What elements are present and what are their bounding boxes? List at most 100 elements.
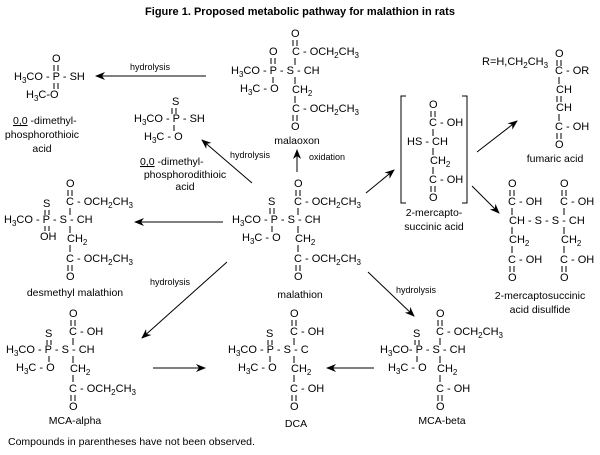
figure-title: Figure 1. Proposed metabolic pathway for… xyxy=(145,6,455,18)
svg-text:S: S xyxy=(45,328,52,340)
svg-text:acid: acid xyxy=(32,143,51,155)
atom-o: O xyxy=(52,53,61,65)
arrow-hydrolysis-beta xyxy=(367,271,415,317)
reaction-label: hydrolysis xyxy=(130,62,171,72)
svg-text:C - OCH2CH3: C - OCH2CH3 xyxy=(69,383,137,397)
svg-text:O: O xyxy=(290,308,299,320)
svg-text:phosphorodithioic: phosphorodithioic xyxy=(144,169,226,181)
svg-text:O: O xyxy=(429,99,438,111)
svg-text:acid disulfide: acid disulfide xyxy=(510,304,571,316)
svg-text:H3C - O: H3C - O xyxy=(144,131,183,145)
bracket-left xyxy=(400,95,406,204)
svg-text:H3CO- P - S - CH: H3CO- P - S - CH xyxy=(380,344,466,358)
svg-text:C - OH: C - OH xyxy=(69,326,103,338)
svg-text:C - OH: C - OH xyxy=(429,117,463,129)
svg-text:C - OR: C - OR xyxy=(555,65,589,77)
arrow-to-mercaptosuccinic xyxy=(365,169,395,194)
svg-text:S: S xyxy=(43,198,50,210)
svg-text:O: O xyxy=(560,178,569,190)
svg-text:CH2: CH2 xyxy=(437,363,458,377)
compound-name: DCA xyxy=(285,418,307,430)
compound-disulfide: O C - OH O C - OH CH - S - S - CH CH2 CH… xyxy=(495,178,595,316)
svg-text:C - OH: C - OH xyxy=(290,383,324,395)
svg-text:O: O xyxy=(555,48,564,60)
svg-text:O: O xyxy=(555,139,564,151)
svg-text:OH: OH xyxy=(40,231,57,243)
svg-text:C - OH: C - OH xyxy=(508,254,542,266)
svg-text:O: O xyxy=(508,178,517,190)
svg-text:C - OCH2CH3: C - OCH2CH3 xyxy=(436,326,504,340)
svg-text:C - OCH2CH3: C - OCH2CH3 xyxy=(294,253,362,267)
svg-text:C - OH: C - OH xyxy=(290,326,324,338)
svg-text:acid: acid xyxy=(175,181,194,193)
svg-text:CH2: CH2 xyxy=(291,363,312,377)
svg-text:H3C - O: H3C - O xyxy=(16,362,55,376)
compound-mercaptosuccinic-acid: O C - OH HS - CH CH2 C - OH O 2-mercapto… xyxy=(400,95,468,233)
svg-text:H3C - O: H3C - O xyxy=(240,83,279,97)
svg-text:CH2: CH2 xyxy=(70,363,91,377)
svg-text:H3C - O: H3C - O xyxy=(388,362,427,376)
svg-text:CH: CH xyxy=(556,84,572,96)
svg-text:S: S xyxy=(413,328,420,340)
svg-text:CH2: CH2 xyxy=(430,155,451,169)
svg-text:S: S xyxy=(268,196,275,208)
compound-name: malathion xyxy=(277,289,323,301)
arrow-to-fumaric xyxy=(476,120,518,153)
svg-text:C - OH: C - OH xyxy=(508,196,542,208)
svg-text:C - OCH2CH3: C - OCH2CH3 xyxy=(66,253,134,267)
svg-text:O: O xyxy=(269,46,278,58)
svg-text:C - OH: C - OH xyxy=(560,196,594,208)
svg-text:H3C - O: H3C - O xyxy=(242,232,281,246)
svg-text:O: O xyxy=(294,178,303,190)
svg-text:S: S xyxy=(172,96,179,108)
arrow-hydrolysis-alpha xyxy=(141,261,228,339)
compound-dca: O C - OH S H3CO - P - S - C H3C - O CH2 … xyxy=(228,308,324,430)
svg-text:succinic acid: succinic acid xyxy=(404,221,464,233)
reaction-label: oxidation xyxy=(309,152,345,162)
svg-text:O: O xyxy=(508,272,517,284)
svg-text:O: O xyxy=(290,401,299,413)
compound-name: 2-mercapto- xyxy=(406,207,463,219)
compound-phosphorothioic-acid: O H3CO - P - SH H3C-O 0,0 -dimethyl- pho… xyxy=(5,53,85,155)
svg-text:CH: CH xyxy=(556,102,572,114)
reaction-label: hydrolysis xyxy=(150,277,191,287)
svg-text:HS - CH: HS - CH xyxy=(407,136,448,148)
compound-name: 0,0 -dimethyl- xyxy=(140,156,204,168)
footnote: Compounds in parentheses have not been o… xyxy=(8,436,255,448)
svg-text:O: O xyxy=(560,272,569,284)
compound-fumaric-acid: R=H,CH2CH3 O C - OR CH CH C - OH O fumar… xyxy=(482,48,589,165)
compound-phosphorodithioic-acid: S H3CO - P - SH H3C - O 0,0 -dimethyl- p… xyxy=(134,96,226,193)
svg-text:H3C - O: H3C - O xyxy=(238,362,277,376)
compound-name: 0,0 -dimethyl- xyxy=(13,115,77,127)
reaction-label: hydrolysis xyxy=(230,150,271,160)
svg-text:H3CO - P - S - CH: H3CO - P - S - CH xyxy=(4,214,93,228)
compound-name: MCA-alpha xyxy=(49,415,102,427)
svg-text:H3CO - P - S - CH: H3CO - P - S - CH xyxy=(231,65,320,79)
svg-text:O: O xyxy=(436,401,445,413)
svg-text:CH2: CH2 xyxy=(67,233,88,247)
svg-text:CH2: CH2 xyxy=(509,234,530,248)
compound-mca-alpha: O C - OH S H3CO - P - S - CH H3C - O CH2… xyxy=(6,308,137,427)
compound-name: desmethyl malathion xyxy=(27,287,123,299)
compound-name: malaoxon xyxy=(274,135,320,147)
svg-text:C - OCH2CH3: C - OCH2CH3 xyxy=(292,46,360,60)
svg-text:H3CO - P - SH: H3CO - P - SH xyxy=(14,71,85,85)
svg-text:CH2: CH2 xyxy=(292,84,313,98)
svg-text:C - OH: C - OH xyxy=(436,383,470,395)
svg-text:O: O xyxy=(291,28,300,40)
svg-text:CH - S - S - CH: CH - S - S - CH xyxy=(509,215,585,227)
svg-text:H3CO - P - S - CH: H3CO - P - S - CH xyxy=(6,344,95,358)
svg-text:C - OCH2CH3: C - OCH2CH3 xyxy=(294,196,362,210)
svg-text:O: O xyxy=(294,271,303,283)
svg-text:H3CO - P - S - C: H3CO - P - S - C xyxy=(228,344,309,358)
svg-text:H3CO - P - SH: H3CO - P - SH xyxy=(134,113,205,127)
svg-text:S: S xyxy=(266,328,273,340)
svg-text:CH2: CH2 xyxy=(295,233,316,247)
reaction-label: hydrolysis xyxy=(396,285,437,295)
bracket-right xyxy=(462,95,468,204)
svg-text:CH2: CH2 xyxy=(561,234,582,248)
arrow-to-disulfide xyxy=(471,185,500,214)
svg-text:C - OH: C - OH xyxy=(560,254,594,266)
svg-text:O: O xyxy=(69,308,78,320)
